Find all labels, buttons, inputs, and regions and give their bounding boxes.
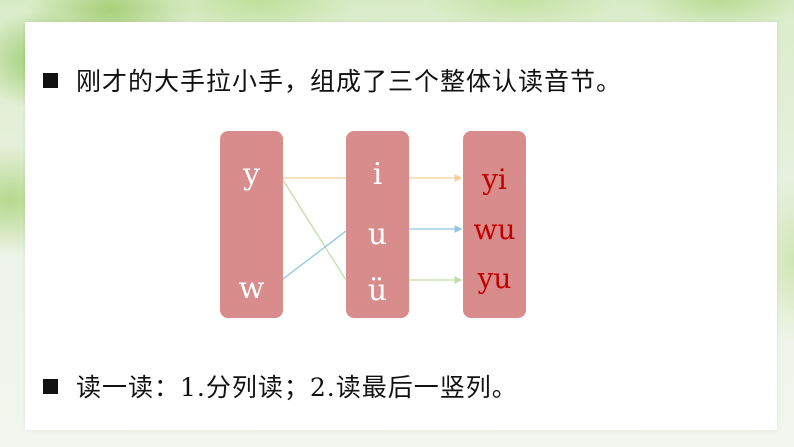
square-bullet-icon — [43, 72, 58, 88]
final-i: i — [372, 157, 383, 192]
line-y-to-u-umlaut — [282, 179, 347, 281]
instruction-line-1: 刚才的大手拉小手，组成了三个整体认读音节。 — [43, 62, 622, 98]
finals-column: i u ü — [346, 131, 409, 318]
instruction-text-1: 刚才的大手拉小手，组成了三个整体认读音节。 — [76, 67, 623, 96]
syllable-yu: yu — [477, 262, 512, 295]
square-bullet-icon — [43, 378, 58, 394]
syllable-wu: wu — [473, 213, 516, 246]
syllable-yi: yi — [482, 163, 507, 196]
final-u: u — [367, 217, 388, 252]
instruction-line-2: 读一读：1.分列读；2.读最后一竖列。 — [43, 368, 518, 404]
initials-column: y w — [220, 131, 283, 318]
initial-w: w — [238, 271, 265, 306]
final-u-umlaut: ü — [367, 273, 388, 308]
line-w-to-u — [282, 230, 347, 280]
instruction-text-2: 读一读：1.分列读；2.读最后一竖列。 — [76, 373, 518, 402]
syllables-column: yi wu yu — [463, 131, 526, 318]
initial-y: y — [243, 157, 260, 192]
